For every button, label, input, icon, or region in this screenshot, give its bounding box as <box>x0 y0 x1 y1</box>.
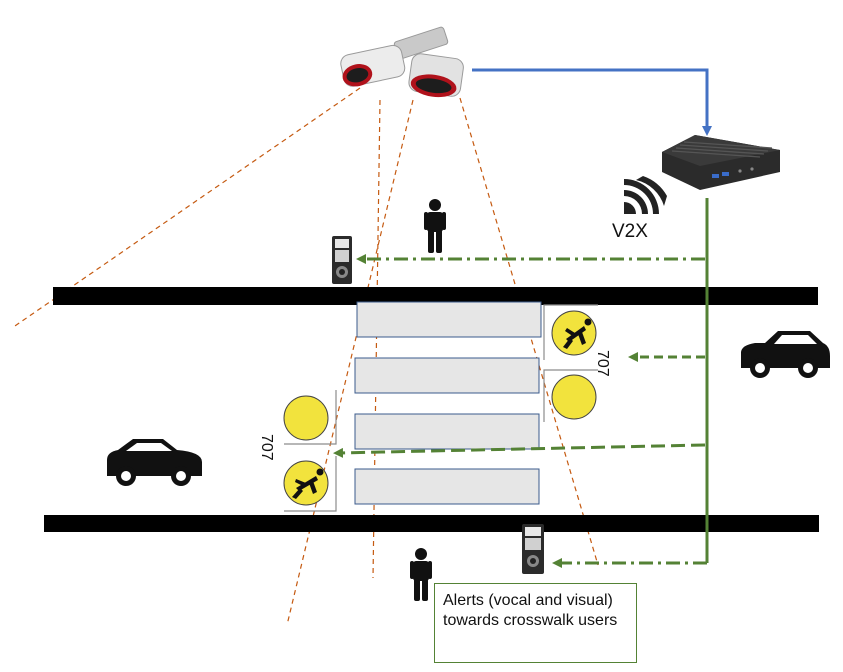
crosswalk-stripe <box>354 357 540 394</box>
walking-person-icon <box>292 468 324 499</box>
alert-text: Alerts (vocal and visual) towards crossw… <box>443 592 618 629</box>
pedestrian-crossing-light-icon: 707 <box>543 304 611 422</box>
road-top <box>53 287 818 305</box>
pedestrian-crossing-light-icon: 707 <box>258 390 337 512</box>
pedestrian-icon <box>410 548 432 601</box>
crosswalk-stripe <box>354 468 540 505</box>
car-icon <box>741 331 830 378</box>
car-icon <box>107 439 202 486</box>
road-bottom <box>44 515 819 532</box>
v2x-link-left-sign <box>333 443 706 458</box>
pedestrian-call-box-icon <box>332 236 352 284</box>
crosswalk <box>354 301 542 505</box>
alert-callout: Alerts (vocal and visual) towards crossw… <box>434 583 637 663</box>
sign-code-left: 707 <box>258 434 275 461</box>
pedestrian-icon <box>424 199 446 253</box>
crosswalk-stripe <box>356 301 542 338</box>
walking-person-icon <box>563 318 592 349</box>
camera-to-edge-link <box>472 68 712 136</box>
crosswalk-stripe <box>354 413 540 450</box>
wireless-signal-icon <box>624 176 667 214</box>
camera-fov-lines <box>11 87 599 626</box>
fov-line-left-near <box>372 99 381 579</box>
dual-bullet-camera-icon <box>340 26 464 98</box>
v2x-label: V2X <box>612 221 648 242</box>
sign-code-right: 707 <box>594 350 611 377</box>
v2x-links <box>333 198 709 568</box>
edge-computer-icon <box>662 135 780 190</box>
pedestrian-call-box-icon <box>522 524 544 574</box>
